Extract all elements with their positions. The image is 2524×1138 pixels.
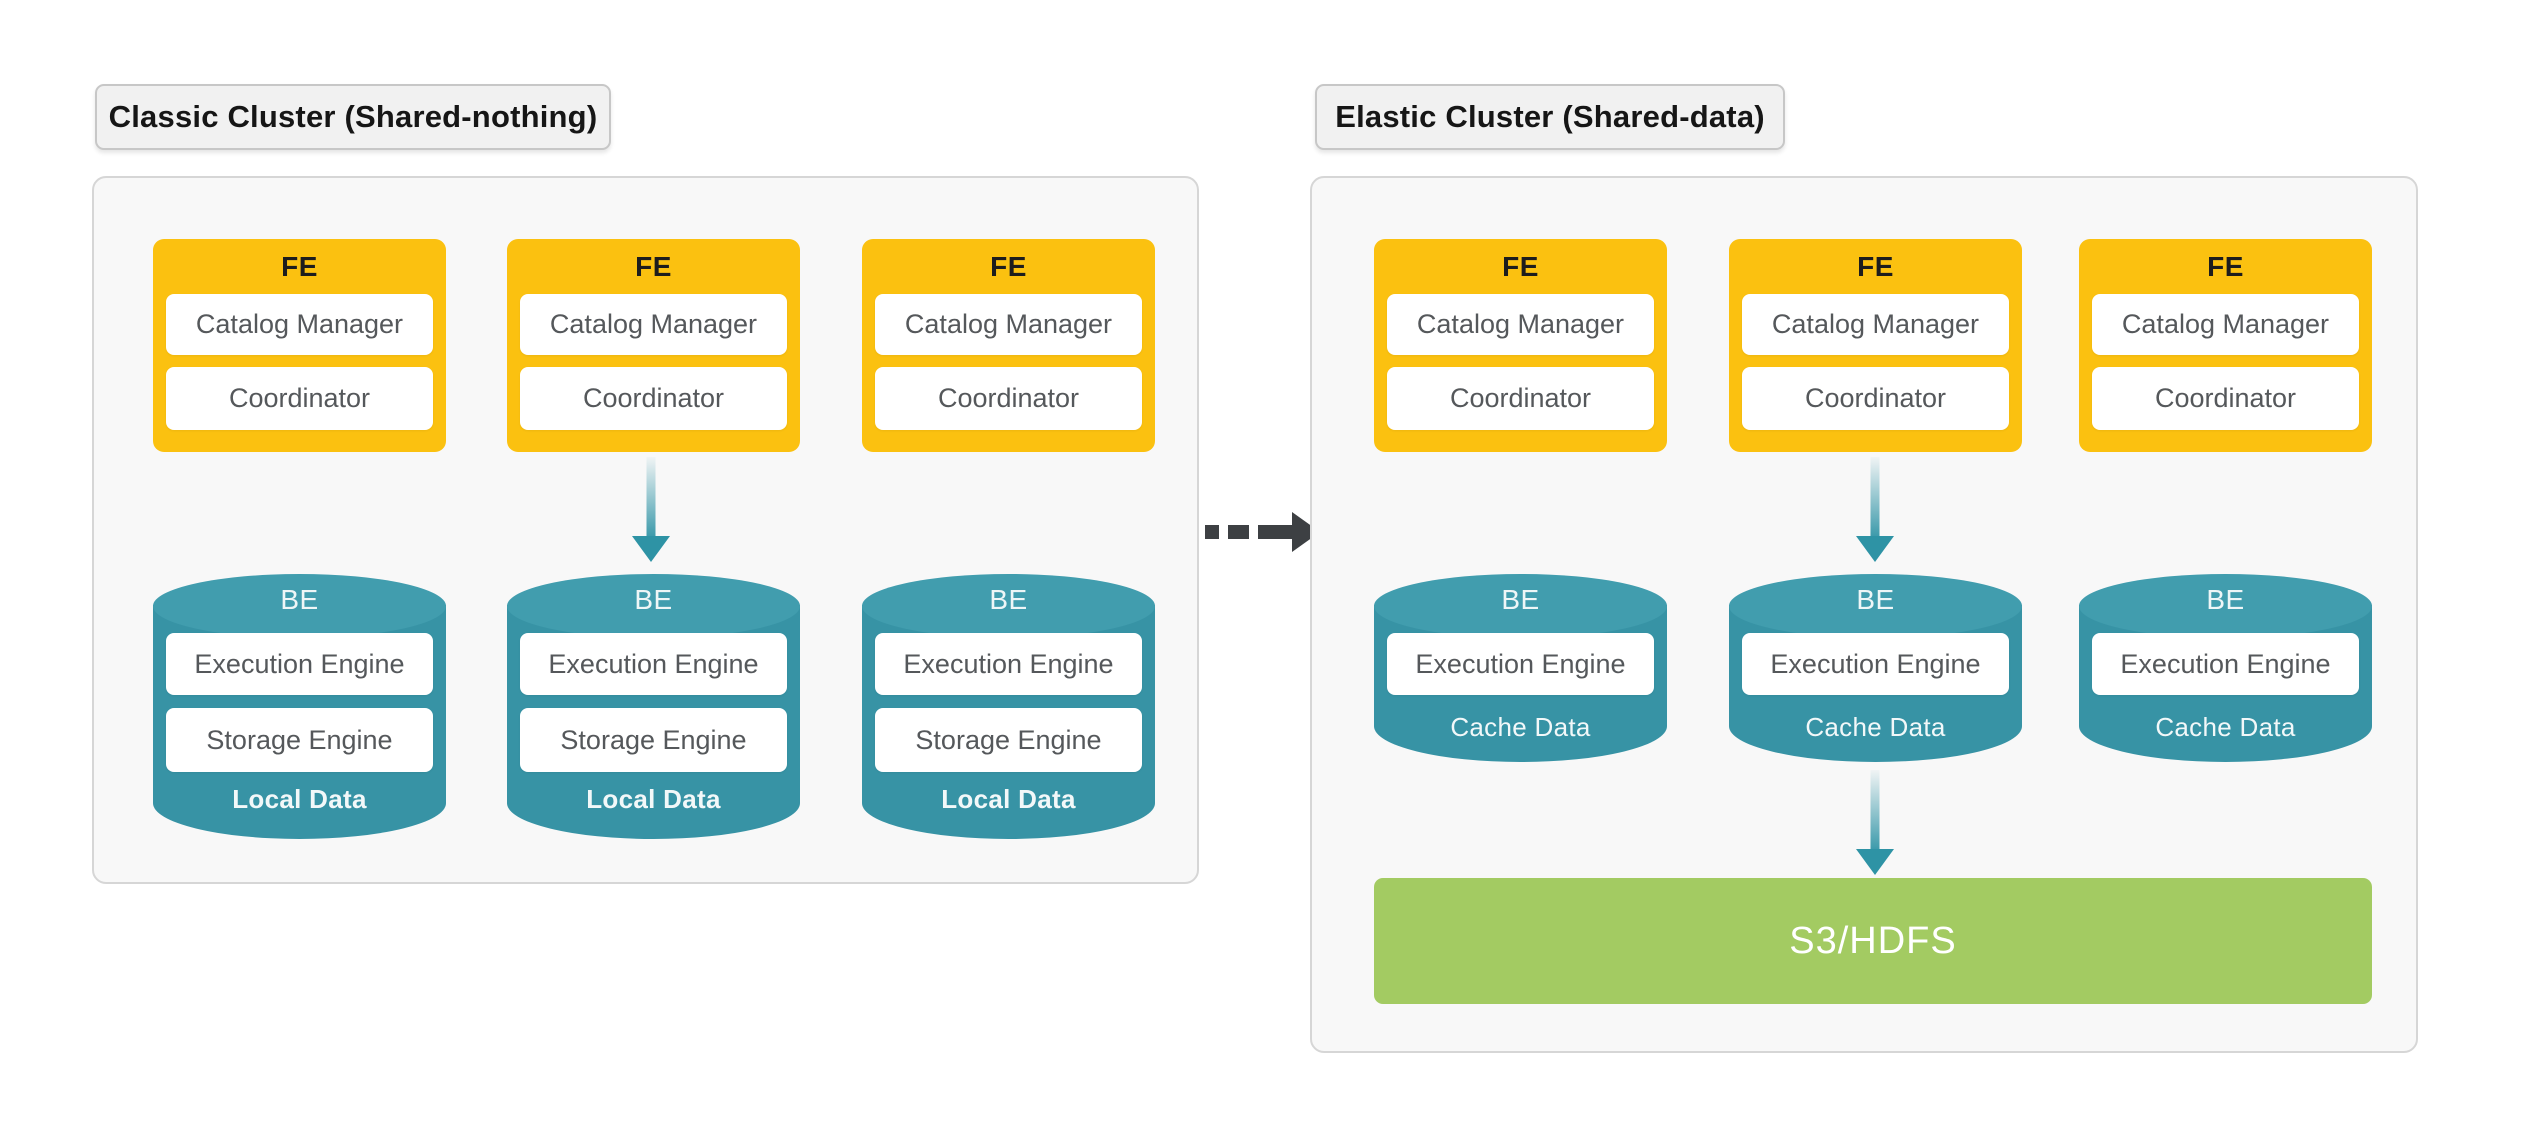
fe-node-label: FE <box>2207 250 2244 282</box>
elastic-cluster-title-label: Elastic Cluster (Shared-data) <box>1335 99 1765 134</box>
transform-arrow-icon <box>1205 512 1320 552</box>
arrow-head <box>1856 536 1894 562</box>
coordinator-component: Coordinator <box>875 367 1142 430</box>
catalog-manager-component: Catalog Manager <box>1742 294 2009 355</box>
fe-node-label: FE <box>281 250 318 282</box>
execution-engine-component: Execution Engine <box>1742 633 2009 695</box>
be-node: BE Execution Engine Cache Data <box>1374 574 1667 762</box>
fe-node-label: FE <box>635 250 672 282</box>
catalog-manager-component: Catalog Manager <box>2092 294 2359 355</box>
cache-data-label: Cache Data <box>1805 712 1946 742</box>
be-node-label: BE <box>1501 584 1540 615</box>
arrow-stem <box>646 457 656 536</box>
cylinder-top <box>2079 574 2372 638</box>
catalog-manager-component: Catalog Manager <box>520 294 787 355</box>
classic-cluster-title-label: Classic Cluster (Shared-nothing) <box>108 99 598 134</box>
be-node: BE Execution Engine Storage Engine Local… <box>862 574 1155 839</box>
fe-node: FE Catalog Manager Coordinator <box>1374 239 1667 452</box>
local-data-label: Local Data <box>232 784 367 814</box>
elastic-cluster-title: Elastic Cluster (Shared-data) <box>1315 84 1785 150</box>
execution-engine-component: Execution Engine <box>520 633 787 695</box>
catalog-manager-component: Catalog Manager <box>166 294 433 355</box>
catalog-manager-component: Catalog Manager <box>875 294 1142 355</box>
classic-cluster-title: Classic Cluster (Shared-nothing) <box>95 84 611 150</box>
be-node: BE Execution Engine Storage Engine Local… <box>153 574 446 839</box>
be-node: BE Execution Engine Cache Data <box>1729 574 2022 762</box>
be-node: BE Execution Engine Cache Data <box>2079 574 2372 762</box>
fe-node: FE Catalog Manager Coordinator <box>862 239 1155 452</box>
down-arrow-icon <box>632 457 670 562</box>
shared-storage-node: S3/HDFS <box>1374 878 2372 1004</box>
fe-node-label: FE <box>1857 250 1894 282</box>
storage-engine-component: Storage Engine <box>520 708 787 772</box>
fe-node: FE Catalog Manager Coordinator <box>1729 239 2022 452</box>
local-data-label: Local Data <box>941 784 1076 814</box>
arrow-dash <box>1205 525 1219 539</box>
be-node: BE Execution Engine Storage Engine Local… <box>507 574 800 839</box>
shared-storage-label: S3/HDFS <box>1789 919 1957 962</box>
cylinder-top <box>507 574 800 638</box>
coordinator-component: Coordinator <box>1742 367 2009 430</box>
fe-node-label: FE <box>1502 250 1539 282</box>
arrow-head <box>1856 849 1894 875</box>
coordinator-component: Coordinator <box>520 367 787 430</box>
cache-data-label: Cache Data <box>2155 712 2296 742</box>
fe-node: FE Catalog Manager Coordinator <box>507 239 800 452</box>
be-node-label: BE <box>280 584 319 615</box>
local-data-label: Local Data <box>586 784 721 814</box>
down-arrow-icon <box>1856 457 1894 562</box>
arrow-stem <box>1870 770 1880 849</box>
storage-engine-component: Storage Engine <box>875 708 1142 772</box>
arrow-stem <box>1870 457 1880 536</box>
execution-engine-component: Execution Engine <box>875 633 1142 695</box>
fe-node: FE Catalog Manager Coordinator <box>2079 239 2372 452</box>
cylinder-top <box>862 574 1155 638</box>
arrow-head <box>632 536 670 562</box>
cylinder-top <box>1374 574 1667 638</box>
be-node-label: BE <box>1856 584 1895 615</box>
execution-engine-component: Execution Engine <box>166 633 433 695</box>
coordinator-component: Coordinator <box>1387 367 1654 430</box>
arrow-stem <box>1258 525 1292 539</box>
be-node-label: BE <box>634 584 673 615</box>
execution-engine-component: Execution Engine <box>1387 633 1654 695</box>
be-node-label: BE <box>989 584 1028 615</box>
execution-engine-component: Execution Engine <box>2092 633 2359 695</box>
fe-node: FE Catalog Manager Coordinator <box>153 239 446 452</box>
arrow-dash <box>1228 525 1249 539</box>
classic-cluster-panel: FE Catalog Manager Coordinator FE Catalo… <box>92 176 1199 884</box>
coordinator-component: Coordinator <box>2092 367 2359 430</box>
catalog-manager-component: Catalog Manager <box>1387 294 1654 355</box>
cache-data-label: Cache Data <box>1450 712 1591 742</box>
cylinder-top <box>153 574 446 638</box>
coordinator-component: Coordinator <box>166 367 433 430</box>
down-arrow-icon <box>1856 770 1894 875</box>
fe-node-label: FE <box>990 250 1027 282</box>
elastic-cluster-panel: FE Catalog Manager Coordinator FE Catalo… <box>1310 176 2418 1053</box>
storage-engine-component: Storage Engine <box>166 708 433 772</box>
cylinder-top <box>1729 574 2022 638</box>
be-node-label: BE <box>2206 584 2245 615</box>
